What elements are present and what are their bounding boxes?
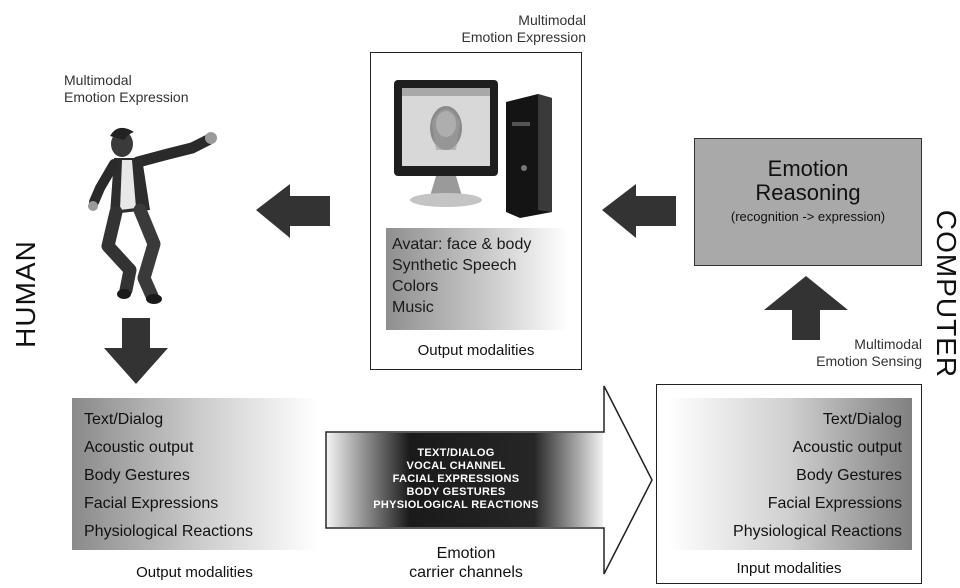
computer-expression-label: Multimodal Emotion Expression [400, 12, 586, 46]
output-item: Synthetic Speech [392, 257, 517, 274]
carrier-channels-list: TEXT/DIALOG VOCAL CHANNEL FACIAL EXPRESS… [328, 430, 584, 528]
human-expression-line2: Emotion Expression [64, 89, 189, 105]
arrow-down-human [104, 318, 168, 384]
channel-item: FACIAL EXPRESSIONS [392, 472, 520, 485]
center-output-caption: Output modalities [417, 342, 535, 359]
computer-input-list: Text/Dialog Acoustic output Body Gesture… [668, 398, 912, 550]
human-output-item: Physiological Reactions [84, 523, 253, 540]
carrier-caption-line2: carrier channels [409, 564, 523, 581]
computer-monitor-image [394, 80, 552, 218]
computer-sensing-line2: Emotion Sensing [816, 353, 922, 369]
computer-sensing-label: Multimodal Emotion Sensing [740, 336, 922, 370]
channel-item: TEXT/DIALOG [417, 446, 495, 459]
reasoning-title: Emotion Reasoning [695, 157, 921, 205]
computer-expression-line2: Emotion Expression [461, 29, 586, 45]
human-expression-line1: Multimodal [64, 72, 132, 88]
human-output-item: Text/Dialog [84, 411, 164, 428]
emotion-reasoning-box: Emotion Reasoning (recognition -> expres… [694, 138, 922, 266]
human-output-item: Acoustic output [84, 439, 194, 456]
human-expression-label: Multimodal Emotion Expression [64, 72, 189, 106]
reasoning-title-line2: Reasoning [755, 180, 861, 205]
reasoning-subtitle: (recognition -> expression) [730, 209, 886, 224]
jumping-person-image [88, 127, 217, 304]
computer-input-item: Body Gestures [796, 467, 902, 484]
output-item: Music [392, 299, 434, 316]
human-output-item: Facial Expressions [84, 495, 219, 512]
reasoning-title-line1: Emotion [767, 156, 849, 181]
arrow-up-reasoning [764, 276, 848, 340]
computer-input-item: Acoustic output [792, 439, 902, 456]
human-output-caption: Output modalities [136, 564, 253, 581]
channel-item: BODY GESTURES [406, 485, 506, 498]
human-output-item: Body Gestures [84, 467, 190, 484]
computer-input-item: Text/Dialog [822, 411, 902, 428]
computer-input-caption: Input modalities [736, 560, 842, 577]
computer-sensing-line1: Multimodal [854, 336, 922, 352]
channel-gradient-fill [327, 433, 603, 527]
output-item: Colors [392, 278, 439, 295]
arrow-to-output [602, 184, 676, 238]
computer-expression-line1: Multimodal [518, 12, 586, 28]
computer-input-item: Physiological Reactions [733, 523, 902, 540]
output-item: Avatar: face & body [392, 236, 532, 253]
human-output-list: Text/Dialog Acoustic output Body Gesture… [72, 398, 317, 550]
channel-arrow-outline [325, 385, 653, 575]
channel-item: VOCAL CHANNEL [406, 459, 506, 472]
carrier-caption-line1: Emotion [436, 545, 496, 562]
carrier-channels-caption: Emotion carrier channels [356, 544, 576, 582]
output-modalities-list: Avatar: face & body Synthetic Speech Col… [386, 228, 568, 330]
arrow-to-human [256, 184, 330, 238]
computer-input-item: Facial Expressions [767, 495, 902, 512]
channel-item: PHYSIOLOGICAL REACTIONS [373, 498, 539, 511]
